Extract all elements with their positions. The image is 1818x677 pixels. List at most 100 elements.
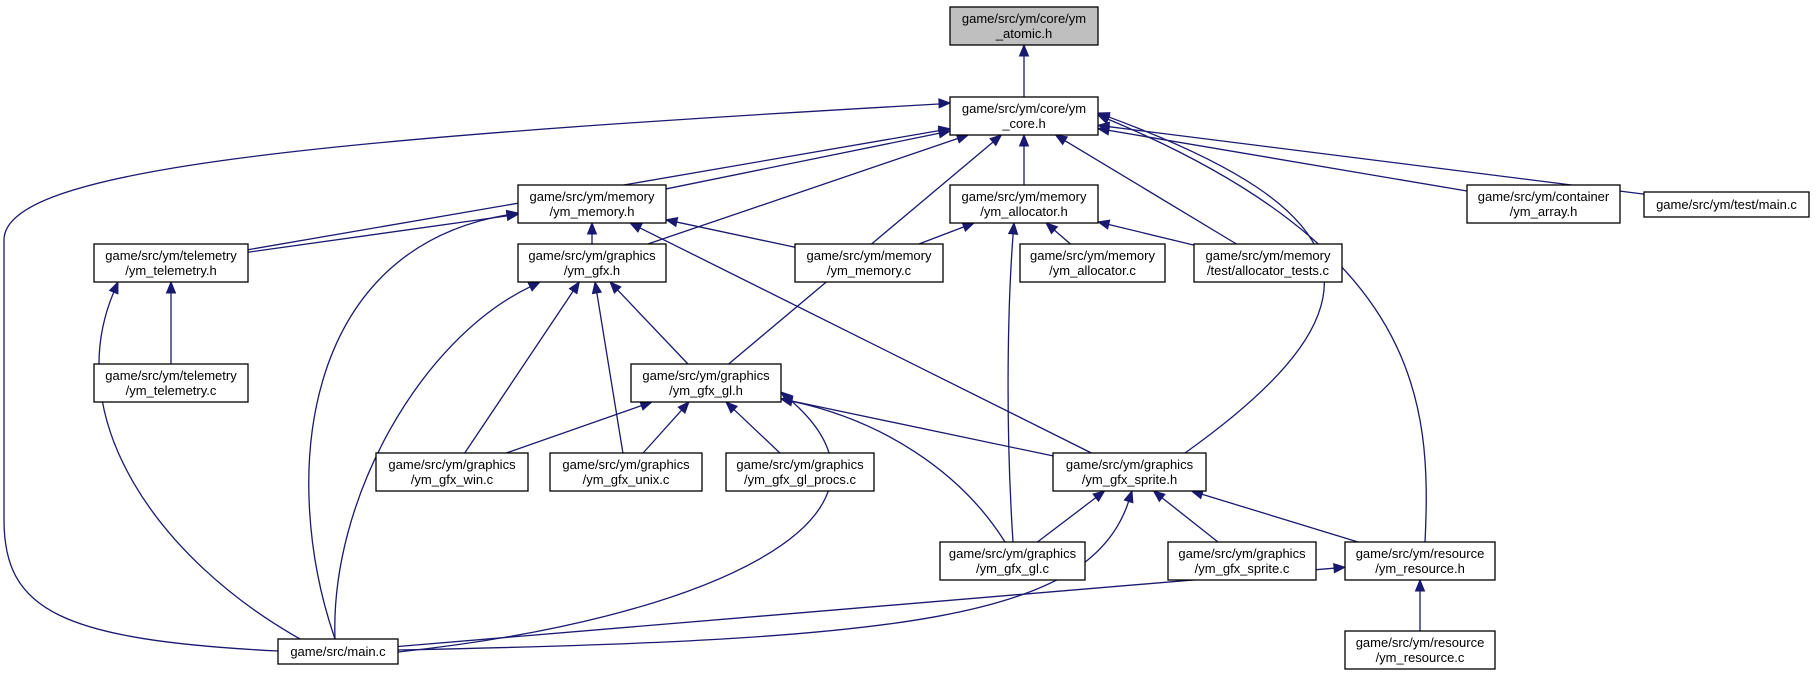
node-box	[1019, 243, 1166, 283]
node-label-line: game/src/ym/test/main.c	[1656, 197, 1797, 212]
node-ym-atomic-h[interactable]: game/src/ym/core/ym_atomic.h	[949, 6, 1099, 46]
node-test-main-c[interactable]: game/src/ym/test/main.c	[1643, 191, 1810, 218]
node-allocator-tests-c[interactable]: game/src/ym/memory/test/allocator_tests.…	[1193, 243, 1343, 283]
edge-main_c-to-ym_gfx_gl_h	[397, 391, 833, 653]
node-ym-allocator-c[interactable]: game/src/ym/memory/ym_allocator.c	[1019, 243, 1166, 283]
edge-ym_gfx_gl_procs_c-to-ym_gfx_gl_h	[725, 401, 781, 454]
edge-ym_allocator_c-to-ym_allocator_h	[1045, 222, 1071, 245]
node-box	[949, 184, 1099, 224]
edge-ym_gfx_win_c-to-ym_gfx_h	[464, 280, 581, 454]
node-label-line: /ym_gfx_sprite.c	[1195, 561, 1290, 576]
edge-arrowhead	[1096, 114, 1111, 125]
edge-ym_resource_h-to-ym_core_h	[1096, 114, 1427, 543]
node-main-c[interactable]: game/src/main.c	[277, 638, 399, 665]
edge-line	[1108, 129, 1468, 192]
node-label-line: game/src/ym/telemetry	[105, 368, 237, 383]
edge-line	[397, 398, 833, 653]
node-label-line: /ym_resource.c	[1376, 650, 1465, 665]
node-label-line: game/src/ym/memory	[807, 248, 932, 263]
node-label-line: game/src/main.c	[290, 644, 386, 659]
node-ym-telemetry-c[interactable]: game/src/ym/telemetry/ym_telemetry.c	[93, 363, 249, 403]
node-ym-gfx-gl-procs-c[interactable]: game/src/ym/graphics/ym_gfx_gl_procs.c	[725, 452, 875, 492]
node-ym-resource-h[interactable]: game/src/ym/resource/ym_resource.h	[1344, 541, 1496, 581]
edge-arrowhead	[1018, 133, 1030, 147]
node-label-line: game/src/ym/memory	[530, 189, 655, 204]
edge-arrowhead	[1096, 121, 1111, 132]
edge-line	[464, 290, 574, 454]
node-ym-gfx-sprite-c[interactable]: game/src/ym/graphics/ym_gfx_sprite.c	[1167, 541, 1317, 581]
node-ym-gfx-gl-h[interactable]: game/src/ym/graphics/ym_gfx_gl.h	[630, 363, 782, 403]
edge-test_main_c-to-ym_core_h	[1096, 121, 1645, 195]
node-box	[1167, 541, 1317, 581]
node-ym-gfx-gl-c[interactable]: game/src/ym/graphics/ym_gfx_gl.c	[939, 541, 1086, 581]
node-box	[1344, 630, 1496, 670]
node-label-line: game/src/ym/core/ym	[962, 101, 1086, 116]
node-ym-gfx-unix-c[interactable]: game/src/ym/graphics/ym_gfx_unix.c	[549, 452, 703, 492]
node-label-line: /ym_gfx_gl_procs.c	[744, 472, 856, 487]
node-label-line: game/src/ym/memory	[962, 189, 1087, 204]
edge-arrowhead	[1045, 222, 1059, 235]
edge-line	[334, 286, 531, 640]
node-label-line: game/src/ym/resource	[1356, 635, 1485, 650]
edge-allocator_tests_c-to-ym_core_h	[1054, 134, 1237, 245]
edge-arrowhead	[609, 281, 622, 294]
edge-main_c-to-ym_core_h	[3, 98, 952, 652]
edge-arrowhead	[1054, 134, 1069, 146]
edge-ym_resource_h-to-ym_gfx_sprite_h	[1190, 489, 1359, 543]
node-ym-allocator-h[interactable]: game/src/ym/memory/ym_allocator.h	[949, 184, 1099, 224]
node-box	[277, 638, 399, 665]
edge-line	[639, 227, 1092, 454]
node-box	[1643, 191, 1810, 218]
node-label-line: /ym_allocator.h	[980, 204, 1067, 219]
edge-line	[1108, 116, 1325, 454]
node-label-line: game/src/ym/memory	[1030, 248, 1155, 263]
node-label-line: game/src/ym/graphics	[949, 546, 1077, 561]
node-label-line: /ym_memory.h	[550, 204, 635, 219]
edge-arrowhead	[961, 222, 976, 232]
node-box	[93, 243, 249, 283]
edge-arrowhead	[639, 400, 654, 411]
node-ym-core-h[interactable]: game/src/ym/core/ym_core.h	[949, 96, 1099, 136]
edge-line	[1107, 118, 1427, 543]
edge-ym_gfx_h-to-ym_core_h	[647, 133, 970, 245]
edge-line	[617, 289, 689, 365]
node-ym-gfx-h[interactable]: game/src/ym/graphics/ym_gfx.h	[517, 243, 667, 283]
edge-line	[1108, 223, 1195, 246]
edge-ym_gfx_unix_c-to-ym_gfx_gl_h	[642, 401, 690, 454]
node-label-line: /ym_array.h	[1510, 204, 1578, 219]
node-box	[725, 452, 875, 492]
node-ym-memory-c[interactable]: game/src/ym/memory/ym_memory.c	[794, 243, 944, 283]
edge-arrowhead	[527, 281, 542, 292]
edge-ym_gfx_sprite_h-to-ym_core_h	[1096, 112, 1325, 454]
edge-arrowhead	[779, 391, 794, 404]
edge-arrowhead	[628, 222, 643, 233]
edge-arrowhead	[165, 280, 177, 294]
node-label-line: /ym_gfx_gl.c	[976, 561, 1049, 576]
node-ym-resource-c[interactable]: game/src/ym/resource/ym_resource.c	[1344, 630, 1496, 670]
node-box	[517, 184, 667, 224]
node-box	[1193, 243, 1343, 283]
node-ym-gfx-sprite-h[interactable]: game/src/ym/graphics/ym_gfx_sprite.h	[1052, 452, 1207, 492]
edge-ym_array_h-to-ym_core_h	[1096, 125, 1468, 192]
node-box	[1052, 452, 1207, 492]
node-ym-telemetry-h[interactable]: game/src/ym/telemetry/ym_telemetry.h	[93, 243, 249, 283]
edge-main_c-to-ym_memory_h	[308, 209, 520, 640]
node-label-line: /ym_resource.h	[1375, 561, 1465, 576]
edge-ym_gfx_gl_c-to-ym_gfx_sprite_h	[1037, 490, 1106, 543]
node-label-line: game/src/ym/memory	[1206, 248, 1331, 263]
edge-ym_gfx_gl_c-to-ym_allocator_h	[1007, 221, 1019, 543]
edge-arrowhead	[1092, 490, 1106, 503]
edge-line	[1161, 497, 1219, 543]
edge-line	[596, 292, 624, 454]
edge-arrowhead	[938, 98, 952, 109]
node-box	[517, 243, 667, 283]
node-ym-memory-h[interactable]: game/src/ym/memory/ym_memory.h	[517, 184, 667, 224]
node-ym-array-h[interactable]: game/src/ym/container/ym_array.h	[1466, 184, 1621, 224]
node-label-line: game/src/ym/graphics	[1066, 457, 1194, 472]
edge-line	[3, 103, 940, 652]
node-label-line: /ym_gfx_unix.c	[583, 472, 670, 487]
edge-ym_gfx_h-to-ym_memory_h	[586, 221, 598, 244]
node-ym-gfx-win-c[interactable]: game/src/ym/graphics/ym_gfx_win.c	[375, 452, 529, 492]
edge-ym_gfx_gl_h-to-ym_gfx_h	[609, 281, 689, 365]
